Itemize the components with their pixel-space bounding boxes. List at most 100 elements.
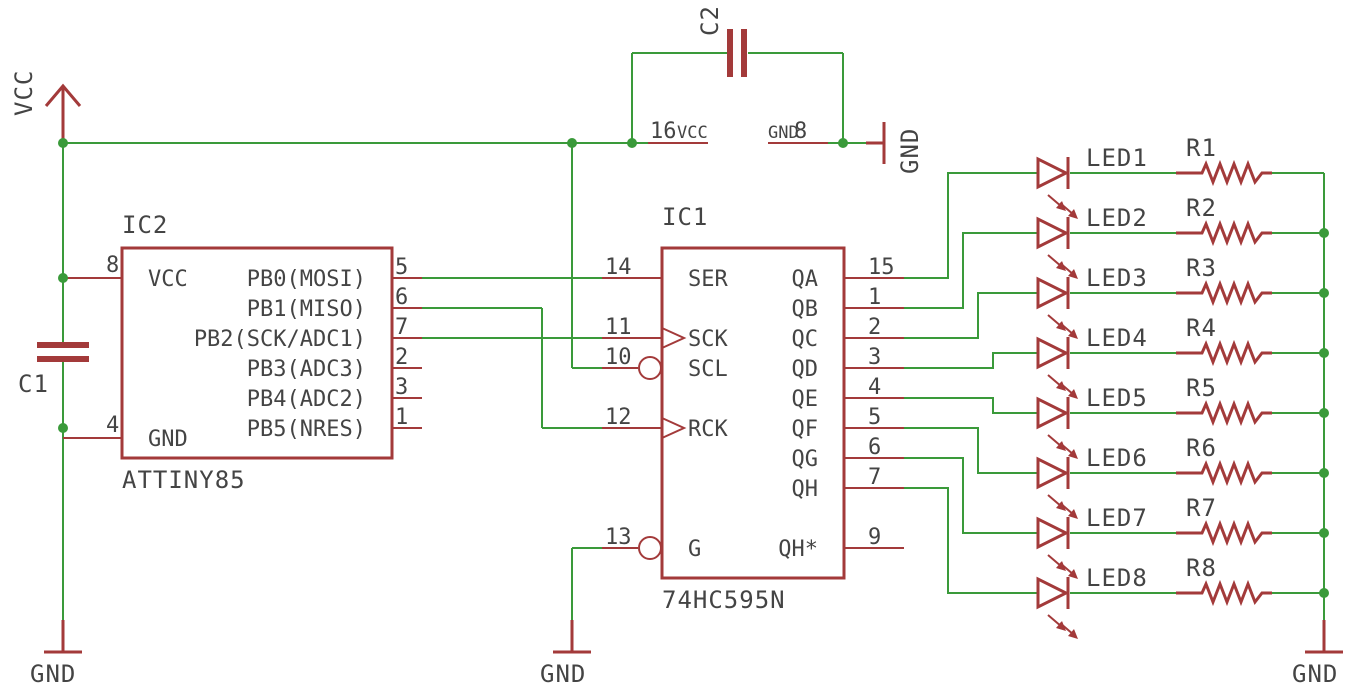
ic1-pin-name: SER	[688, 267, 728, 292]
led-diode	[1036, 156, 1070, 190]
ic1-pin-name: QG	[792, 447, 819, 472]
ic1-pin-name: QH*	[778, 537, 818, 562]
ic1-pin-number: 5	[868, 405, 881, 430]
inverting-bubble	[638, 356, 662, 380]
gnd-symbol-middle	[553, 620, 591, 654]
ic1-pin-number: 11	[605, 315, 632, 340]
vcc-label: VCC	[10, 70, 38, 116]
ic2-pin-name: PB4(ADC2)	[247, 387, 366, 412]
c1-label: C1	[18, 370, 49, 398]
junction-dot	[1319, 468, 1329, 478]
ic2-pin-name: GND	[148, 427, 188, 452]
gnd-label-middle: GND	[540, 660, 586, 688]
resistor-label: R4	[1186, 314, 1217, 342]
ic1-pin-number: 15	[868, 255, 895, 280]
ic1-vcc-pin-number: 16	[650, 119, 677, 144]
led-diode	[1036, 456, 1070, 490]
light-arrows	[1047, 614, 1078, 639]
led-row: LED2 R2	[904, 194, 1324, 309]
resistor-label: R8	[1186, 554, 1217, 582]
junction-dot	[58, 423, 68, 433]
led-diode	[1036, 336, 1070, 370]
gnd-label-top: GND	[896, 128, 924, 174]
led-diode	[1036, 216, 1070, 250]
ic1-pin-name: QF	[792, 417, 819, 442]
ic1-pin-name: SCL	[688, 357, 728, 382]
ic1-pin-number: 12	[605, 405, 632, 430]
ic1-vcc-pin-name: VCC	[677, 123, 708, 143]
led-diode	[1036, 576, 1070, 610]
light-arrows	[1047, 494, 1078, 519]
ic2-pin-name: PB2(SCK/ADC1)	[194, 327, 366, 352]
ic2-pin-name: PB5(NRES)	[247, 417, 366, 442]
ic2-pin-number: 3	[395, 375, 408, 400]
resistor	[1176, 579, 1272, 607]
ic1-pin-number: 9	[868, 525, 881, 550]
junction-dot	[58, 273, 68, 283]
ic1-pin-name: G	[688, 537, 701, 562]
ic1-pin-number: 7	[868, 465, 881, 490]
ic2-value: ATTINY85	[122, 466, 246, 494]
led-label: LED3	[1086, 264, 1148, 292]
c2-capacitor	[727, 29, 747, 77]
ic2-pin-number: 2	[395, 345, 408, 370]
ic2-pin-number: 1	[395, 405, 408, 430]
junction-dot	[567, 138, 577, 148]
ic1-pin-number: 14	[605, 255, 632, 280]
vcc-symbol	[44, 83, 82, 143]
gnd-symbol-top	[866, 122, 886, 164]
resistor-label: R2	[1186, 194, 1217, 222]
ic1-gnd-pin-name: GND	[768, 123, 799, 143]
c2-label: C2	[696, 5, 724, 36]
ic1-pin-name: QA	[792, 267, 819, 292]
ic1-pin-number: 2	[868, 315, 881, 340]
junction-dot	[1319, 348, 1329, 358]
ic1-pin-number: 10	[605, 345, 632, 370]
gnd-symbol-right	[1305, 620, 1343, 654]
led-label: LED2	[1086, 204, 1148, 232]
resistor	[1176, 339, 1272, 367]
ic1-pin-number: 13	[605, 525, 632, 550]
ic1-pin-name: QE	[792, 387, 819, 412]
ic1-label: IC1	[662, 203, 708, 231]
ic1-body	[660, 246, 846, 580]
light-arrows	[1047, 314, 1078, 339]
resistor	[1176, 219, 1272, 247]
junction-dot	[838, 138, 848, 148]
ic2-pin-number: 8	[106, 253, 119, 278]
junctions	[58, 138, 1329, 598]
resistor	[1176, 399, 1272, 427]
ic1-gnd-pin-number: 8	[794, 119, 807, 144]
gnd-label-right: GND	[1292, 660, 1338, 688]
light-arrows	[1047, 194, 1078, 219]
led-label: LED7	[1086, 504, 1148, 532]
junction-dot	[1319, 408, 1329, 418]
ic2-label: IC2	[122, 211, 168, 239]
junction-dot	[1319, 288, 1329, 298]
resistor-label: R5	[1186, 374, 1217, 402]
led-diode	[1036, 396, 1070, 430]
clock-arrow	[661, 327, 687, 349]
inverting-bubble	[638, 536, 662, 560]
led-label: LED5	[1086, 384, 1148, 412]
junction-dot	[627, 138, 637, 148]
led-label: LED8	[1086, 564, 1148, 592]
ic1-pin-number: 6	[868, 435, 881, 460]
light-arrows	[1047, 254, 1078, 279]
led-label: LED1	[1086, 144, 1148, 172]
led-diode	[1036, 516, 1070, 550]
junction-dot	[1319, 228, 1329, 238]
led-diode	[1036, 276, 1070, 310]
resistor-label: R7	[1186, 494, 1217, 522]
led-row: LED7 R7	[904, 457, 1324, 579]
ic1-pin-name: QB	[792, 297, 819, 322]
resistor	[1176, 519, 1272, 547]
gnd-symbol-left	[44, 620, 82, 654]
resistor-label: R6	[1186, 434, 1217, 462]
ic2-pin-number: 4	[106, 413, 119, 438]
